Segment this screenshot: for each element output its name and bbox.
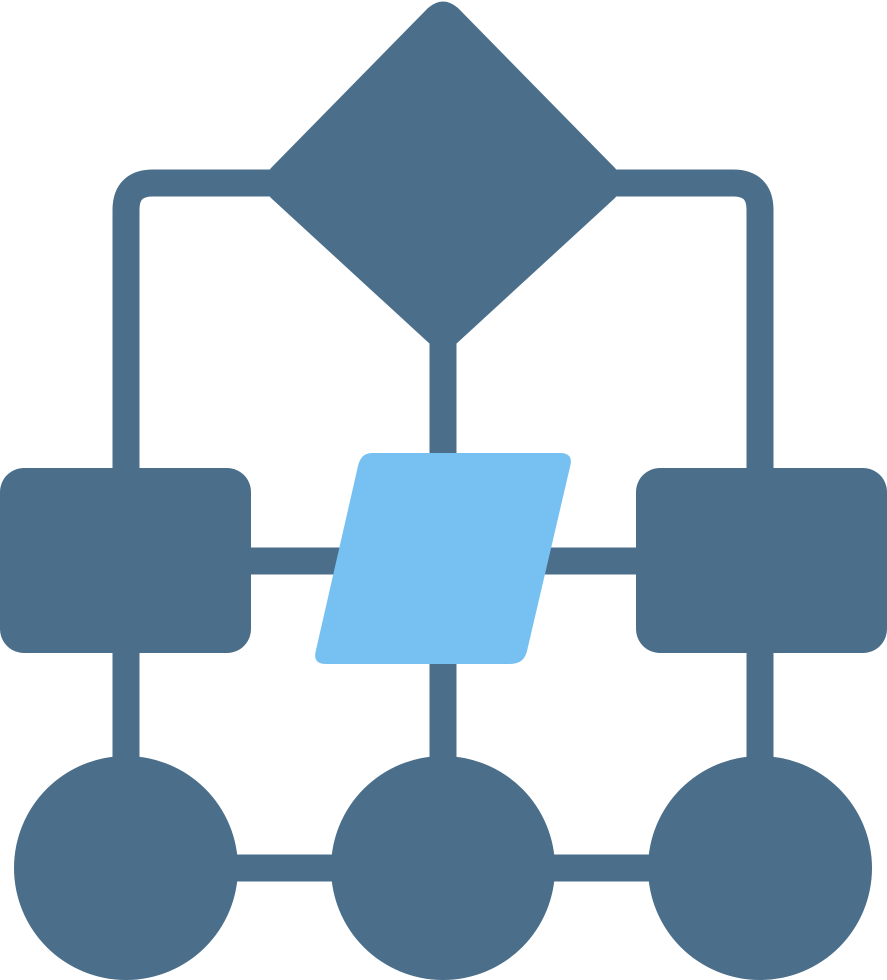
data-parallelogram	[315, 453, 571, 664]
decision-diamond	[264, 1, 622, 356]
left-branch-connector	[112, 169, 286, 475]
center-terminal-circle	[331, 756, 555, 980]
left-terminal-circle	[14, 756, 238, 980]
right-branch-connector	[600, 169, 774, 475]
right-process-box	[636, 468, 887, 653]
right-terminal-circle	[648, 756, 872, 980]
left-process-box	[0, 468, 251, 653]
